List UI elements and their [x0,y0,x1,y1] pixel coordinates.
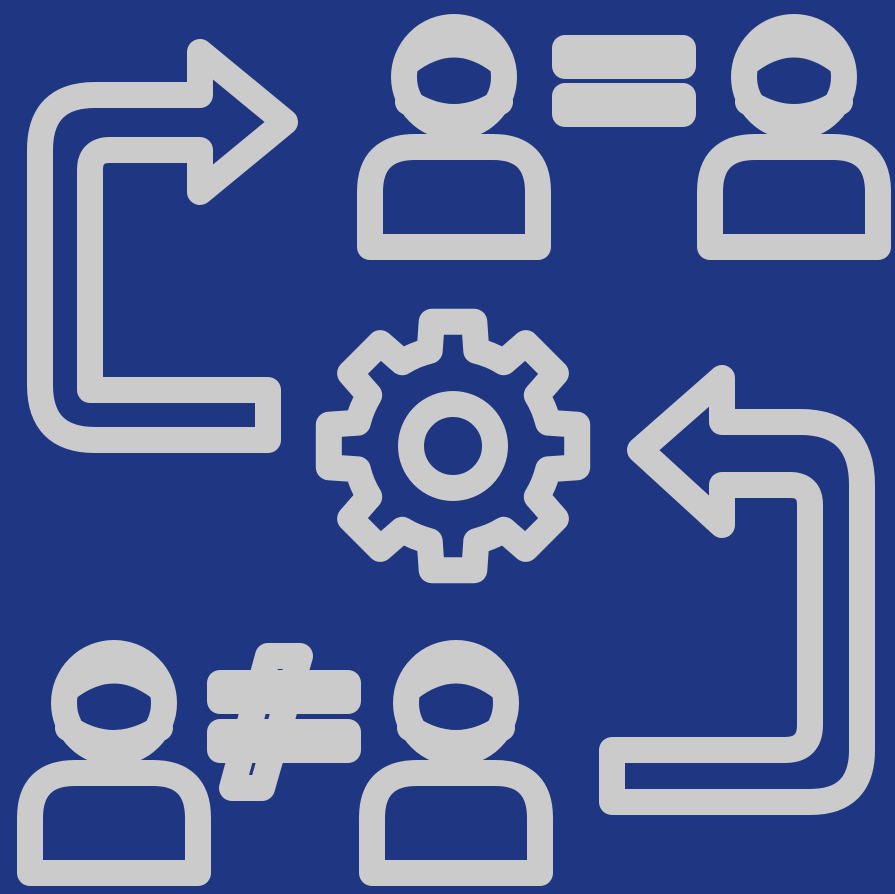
person-icon [17,640,211,886]
gear-icon [315,308,591,584]
person-icon [359,640,553,886]
person-icon [357,14,551,260]
person-icon [697,14,891,260]
curved-arrow-left-icon [599,365,875,815]
not-equal-icon [207,643,361,801]
equals-icon [552,35,696,127]
curved-arrow-right-icon [27,39,298,453]
